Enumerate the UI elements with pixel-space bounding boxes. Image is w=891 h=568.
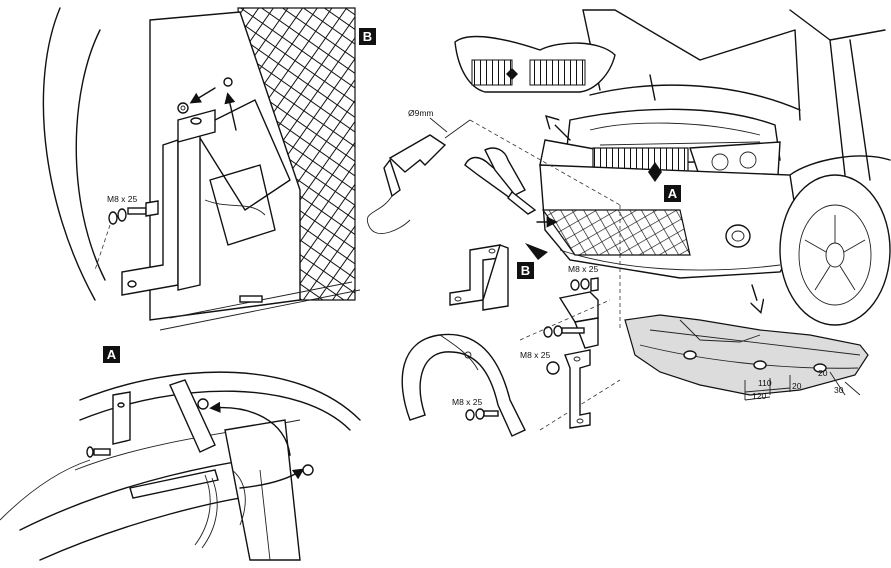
arrow-b-main: [525, 243, 548, 260]
bolt-set-top: M8 x 25: [568, 264, 599, 292]
bolt-label-b: M8 x 25: [107, 194, 138, 204]
svg-text:M8 x 25: M8 x 25: [520, 350, 551, 360]
bolt-a-inset: [86, 446, 111, 458]
nut-b-top: [177, 102, 189, 114]
bracket-a-small: [112, 391, 131, 445]
brand-emblem-icon: [506, 68, 518, 80]
guard-tube: [401, 333, 526, 437]
pliers-tool: [464, 147, 537, 215]
callout-b-main: [517, 262, 534, 279]
bolt-set-mid: M8 x 25: [520, 325, 585, 375]
svg-text:A: A: [668, 186, 678, 201]
inset-a-detail: A: [0, 346, 361, 561]
callout-b-top: [359, 28, 376, 45]
callout-a-main: [664, 185, 681, 202]
bracket-upper: [449, 244, 509, 311]
drill-tool: Ø9mm: [367, 108, 621, 234]
skid-plate: [624, 314, 869, 396]
brace-a: [129, 469, 219, 499]
nut-a-top: [197, 398, 209, 410]
bracket-lower: [564, 349, 591, 429]
dim-120: 120: [752, 391, 766, 401]
dimension-lines: 110 20 120 20 30: [744, 368, 861, 401]
vehicle-front-view: A B: [517, 9, 891, 330]
svg-text:M8 x 25: M8 x 25: [452, 397, 483, 407]
bolt-set-low: M8 x 25: [452, 397, 499, 421]
svg-text:A: A: [107, 347, 117, 362]
fender-inner-curve: [75, 29, 106, 281]
dim-30: 30: [834, 385, 844, 395]
dim-20-a: 20: [792, 381, 802, 391]
grille-part-detached: [454, 35, 616, 93]
front-wheel: [779, 174, 891, 326]
arrow-curve-a: [209, 401, 291, 456]
arrow-remove-cover: [752, 284, 760, 310]
bracket-b-tab: [177, 109, 216, 143]
bracket-mid: [558, 291, 599, 349]
svg-text:B: B: [363, 29, 372, 44]
arrow-side-a: [239, 468, 305, 489]
dim-110: 110: [758, 378, 772, 388]
fender-curve: [42, 7, 96, 301]
svg-text:M8 x 25: M8 x 25: [568, 264, 599, 274]
fog-light: [725, 224, 751, 248]
arrow-up-b: [224, 92, 237, 131]
drill-size-label: Ø9mm: [408, 108, 434, 118]
strap-a: [169, 379, 216, 453]
slot-b: [239, 295, 263, 303]
lower-mesh-grille: [541, 209, 691, 256]
callout-a-inset: [103, 346, 120, 363]
svg-text:B: B: [521, 263, 530, 278]
arrow-nut-b: [189, 87, 216, 104]
arrow-remove-grille: [548, 118, 571, 141]
inset-b-detail: M8 x 25 B: [42, 7, 376, 331]
dim-20-b: 20: [818, 368, 828, 378]
bolt-b-inset: [108, 200, 159, 225]
